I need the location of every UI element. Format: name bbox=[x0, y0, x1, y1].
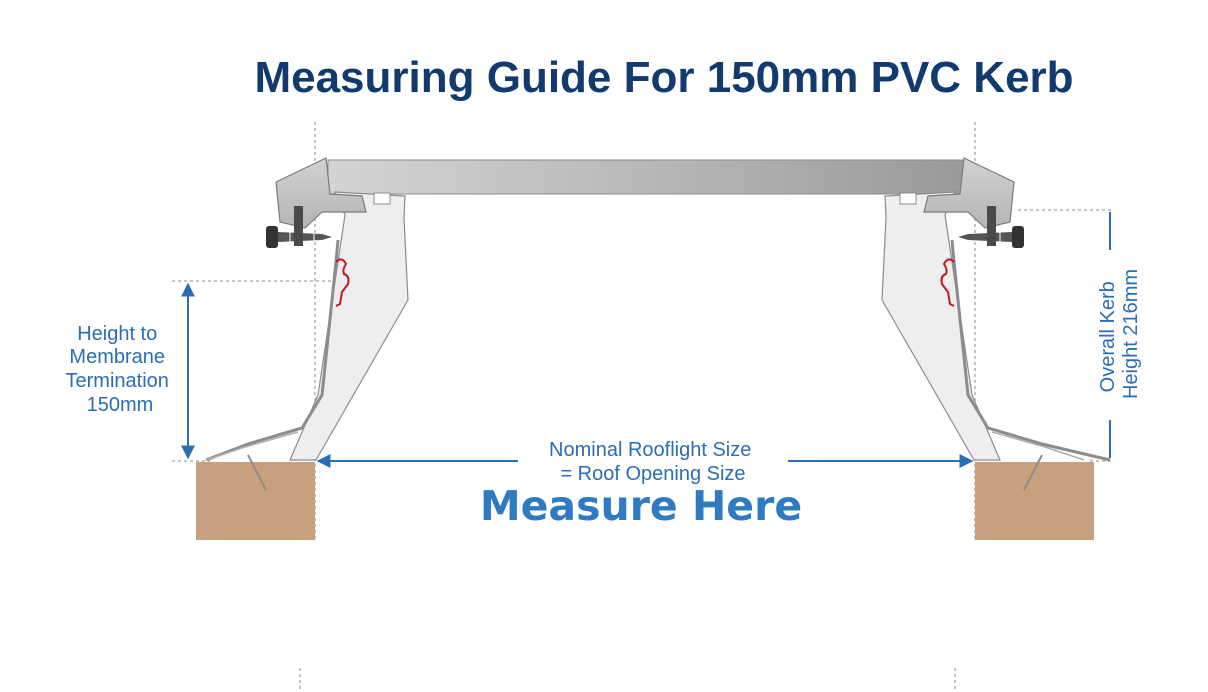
screw-icon bbox=[266, 206, 332, 248]
rooflight-panel bbox=[327, 159, 965, 195]
measure-here-label: Measure Here bbox=[480, 482, 802, 530]
overall-kerb-height-label: Overall Kerb Height 216mm bbox=[1097, 269, 1142, 399]
timber-right bbox=[975, 462, 1094, 540]
page-title: Measuring Guide For 150mm PVC Kerb bbox=[254, 53, 1073, 102]
bolt-icon bbox=[958, 206, 1024, 248]
timber-left bbox=[196, 462, 315, 540]
height-to-membrane-label: Height to Membrane Termination 150mm bbox=[66, 323, 175, 416]
seal-left bbox=[335, 258, 350, 307]
seal-right bbox=[940, 258, 955, 307]
nominal-size-label: Nominal Rooflight Size = Roof Opening Si… bbox=[549, 439, 757, 485]
kerb-left bbox=[205, 157, 409, 491]
